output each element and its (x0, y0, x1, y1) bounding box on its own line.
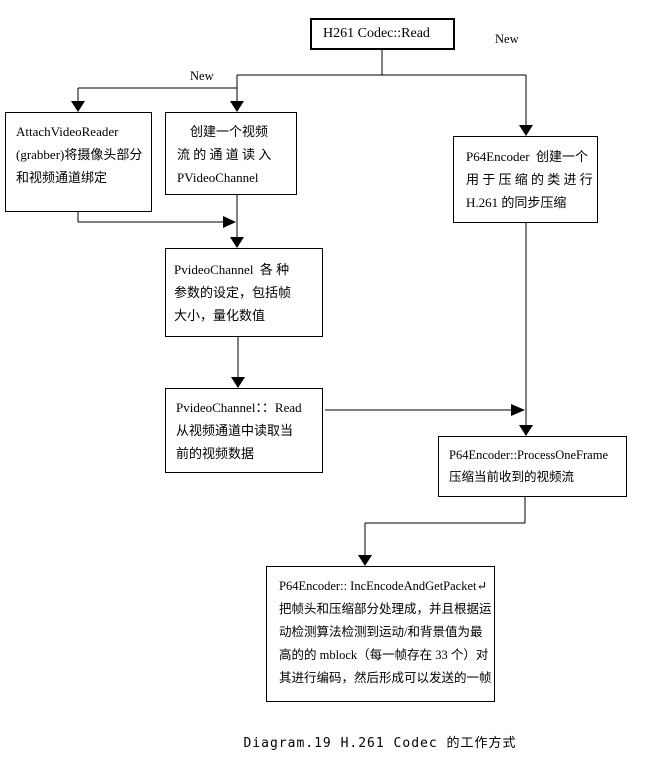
node-inc-encode-get-packet: P64Encoder:: IncEncodeAndGetPacket↵ 把帧头和… (266, 566, 495, 702)
node-text-line: AttachVideoReader (16, 124, 119, 139)
arrowhead-to-incencode (358, 555, 372, 566)
node-text-line: 前的视频数据 (176, 446, 255, 461)
diagram-caption: Diagram.19 H.261 Codec 的工作方式 (243, 736, 517, 751)
arrowhead-attach-join (223, 216, 236, 228)
node-text-line: P64Encoder::ProcessOneFrame (449, 448, 608, 462)
node-text-line: 从视频通道中读取当 (176, 423, 294, 438)
node-text-line: 参数的设定，包括帧 (174, 285, 292, 300)
node-text-line: PvideoChannel：：Read (176, 400, 302, 415)
node-text-line: H261 Codec::Read (323, 26, 430, 41)
node-text-line: 大小，量化数值 (174, 308, 266, 323)
node-h261codec-read: H261 Codec::Read (310, 18, 455, 50)
node-text-line: 动检测算法检测到运动/和背景值为最 (279, 625, 483, 639)
node-text-line: 流 的 通 道 读 入 (177, 147, 272, 162)
node-text-line: 高的的 mblock（每一帧存在 33 个）对 (279, 648, 489, 662)
arrowhead-to-create (230, 101, 244, 112)
arrowhead-to-params (230, 237, 244, 248)
node-p64encoder-create: P64Encoder 创建一个 用 于 压 缩 的 类 进 行 H.261 的同… (453, 136, 598, 223)
node-text-line: PVideoChannel (177, 170, 259, 185)
node-text-line: P64Encoder:: IncEncodeAndGetPacket↵ (279, 579, 487, 593)
node-text-line: H.261 的同步压缩 (466, 195, 567, 210)
node-text-line: 和视频通道绑定 (16, 170, 108, 185)
node-text-line: 用 于 压 缩 的 类 进 行 (466, 172, 593, 187)
node-text-line: 创建一个视频 (190, 124, 269, 139)
node-pvideochannel-read: PvideoChannel：：Read 从视频通道中读取当 前的视频数据 (165, 388, 323, 473)
arrowhead-to-p64 (519, 125, 533, 136)
node-process-one-frame: P64Encoder::ProcessOneFrame 压缩当前收到的视频流 (438, 436, 627, 497)
node-text-line: 其进行编码，然后形成可以发送的一帧 (279, 671, 492, 685)
arrowhead-to-attach (71, 101, 85, 112)
node-text-line: 把帧头和压缩部分处理成，并且根据运 (279, 602, 492, 616)
label-new-right: New (495, 32, 519, 46)
node-text-line: P64Encoder 创建一个 (466, 149, 589, 164)
node-text-line: PvideoChannel 各 种 (174, 262, 290, 277)
arrowhead-to-read (231, 377, 245, 388)
node-pvideochannel-params: PvideoChannel 各 种 参数的设定，包括帧 大小，量化数值 (165, 248, 323, 337)
arrowhead-to-process (519, 425, 533, 436)
arrowhead-read-join (511, 404, 525, 416)
node-create-video-channel: 创建一个视频 流 的 通 道 读 入 PVideoChannel (165, 112, 297, 195)
label-new-left: New (190, 69, 214, 83)
node-attach-video-reader: AttachVideoReader (grabber)将摄像头部分 和视频通道绑… (5, 112, 152, 212)
node-text-line: (grabber)将摄像头部分 (16, 147, 143, 162)
node-text-line: 压缩当前收到的视频流 (449, 470, 575, 484)
